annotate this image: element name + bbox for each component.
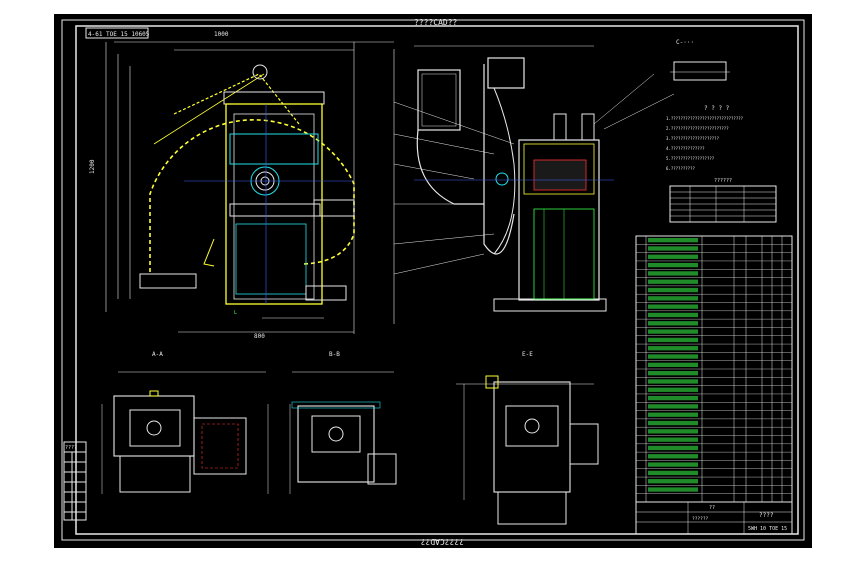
- left-tag-strip: ????: [63, 441, 87, 521]
- inner-frame: [75, 25, 799, 535]
- left-tag-0: ????: [65, 445, 77, 451]
- view-e-e: E-E: [456, 351, 599, 525]
- bom-row-text: [648, 346, 698, 351]
- cad-drawing-sheet: ????CAD?? ????CAD?? 4-61 TOE 15 10605 ??…: [61, 18, 805, 546]
- bom-row-text: [648, 437, 698, 442]
- designer-label: ??: [709, 505, 715, 511]
- part-code: 4-61 TOE 15 10605: [88, 31, 150, 38]
- bom-table: [635, 235, 793, 503]
- bom-row-text: [648, 312, 698, 318]
- bom-row-text: [648, 337, 698, 343]
- tech-note-1: 1.??????????????????????????????: [666, 116, 744, 121]
- section-e-title: E-E: [522, 351, 533, 358]
- top-title: ????CAD??: [414, 18, 458, 27]
- front-view: 1000 800 1200 L: [89, 31, 394, 340]
- bom-row-text: [648, 279, 698, 284]
- bom-row-text: [648, 420, 698, 426]
- bottom-title: ????CAD??: [420, 537, 464, 546]
- view-b-b: B-B: [289, 351, 397, 494]
- sheet-info: ??????: [692, 516, 709, 522]
- view-a-a: A-A: [101, 351, 269, 494]
- bom-row-text: [648, 470, 698, 476]
- bom-row-text: [648, 395, 698, 401]
- bom-row-text: [648, 329, 698, 334]
- svg-text:1000: 1000: [214, 31, 229, 38]
- tech-note-5: 5.??????????????????: [666, 156, 715, 161]
- title-block: ?? ???? ?????? 5WH 10 TOE 15: [635, 501, 793, 535]
- bom-row-text: [648, 371, 698, 376]
- bom-row-text: [648, 462, 698, 467]
- bom-row-text: [648, 379, 698, 384]
- small-table-title: ??????: [714, 178, 732, 184]
- part-name: ????: [759, 512, 774, 519]
- bom-row-text: [648, 387, 698, 392]
- cad-drawing-viewport[interactable]: ????CAD?? ????CAD?? 4-61 TOE 15 10605 ??…: [54, 14, 812, 548]
- svg-text:1200: 1200: [89, 159, 96, 174]
- bom-row-text: [648, 479, 698, 484]
- section-c-detail: C-···: [670, 39, 730, 81]
- part-code-box: [85, 27, 149, 39]
- svg-text:800: 800: [254, 333, 265, 340]
- tech-notes: ? ? ? ? 1.??????????????????????????????…: [666, 105, 744, 171]
- bom-row-text: [648, 238, 698, 243]
- bom-row-text: [648, 487, 698, 492]
- section-a-title: A-A: [152, 351, 163, 358]
- tech-note-4: 4.??????????????: [666, 146, 705, 151]
- drawing-number: 5WH 10 TOE 15: [748, 526, 787, 532]
- bom-row-text: [648, 304, 698, 309]
- tech-note-6: 6.??????????: [666, 166, 695, 171]
- bom-row-text: [648, 296, 698, 301]
- side-view: [393, 45, 675, 324]
- bom-row-text: [648, 287, 698, 293]
- tech-note-2: 2.????????????????????????: [666, 126, 729, 131]
- small-table: ??????: [669, 178, 777, 223]
- bom-row-text: [648, 404, 698, 409]
- bom-row-text: [648, 262, 698, 268]
- bom-row-text: [648, 362, 698, 367]
- bom-row-text: [648, 354, 698, 359]
- svg-text:L: L: [234, 310, 237, 316]
- bom-row-text: [648, 271, 698, 276]
- tech-notes-title: ? ? ? ?: [704, 105, 730, 112]
- tech-note-3: 3.????????????????????: [666, 136, 720, 141]
- bom-row-text: [648, 321, 698, 326]
- section-b-title: B-B: [329, 351, 340, 358]
- bom-row-text: [648, 412, 698, 417]
- bom-row-text: [648, 254, 698, 259]
- bom-row-text: [648, 454, 698, 459]
- bom-row-text: [648, 246, 698, 251]
- bom-row-text: [648, 429, 698, 434]
- outer-frame: [61, 19, 805, 541]
- section-c-title: C-···: [676, 39, 694, 46]
- bom-row-text: [648, 445, 698, 451]
